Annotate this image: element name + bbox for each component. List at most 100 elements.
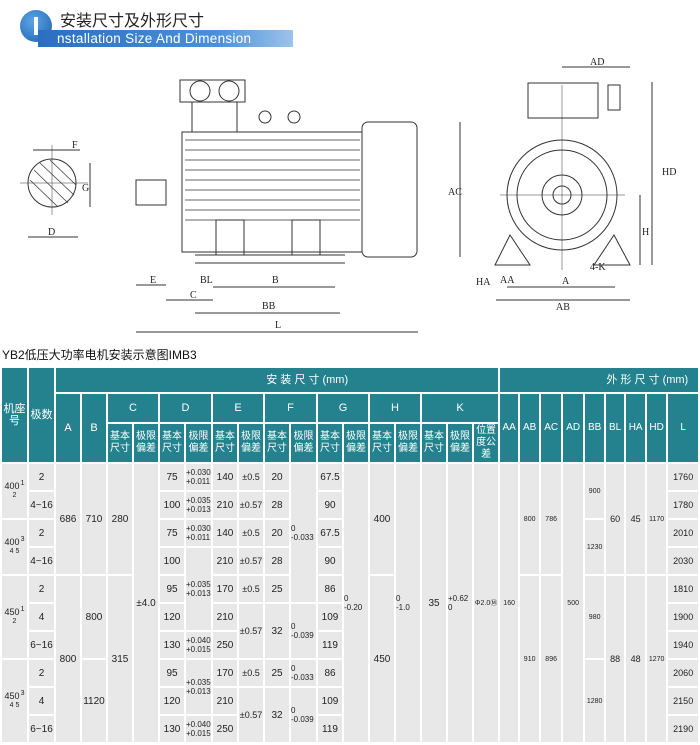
cell-ac: 786: [541, 464, 562, 574]
header-group-G: G: [318, 394, 368, 422]
cell-d: 75: [160, 464, 184, 490]
cell-f-tol: 0-0.033: [291, 660, 316, 686]
cell-e: 170: [213, 660, 237, 686]
header-D-basic: 基本尺寸: [160, 424, 184, 462]
cell-d: 130: [160, 632, 184, 658]
label-D: D: [48, 227, 55, 238]
cell-d: 100: [160, 548, 184, 574]
label-HD: HD: [662, 167, 676, 178]
tolerance-upper: +0.035: [186, 496, 211, 505]
cell-a: 800: [56, 576, 80, 742]
cell-l: 1810: [668, 576, 699, 602]
cell-f: 32: [265, 604, 289, 658]
label-G: G: [82, 183, 89, 194]
cell-ad: 500: [563, 464, 584, 742]
motor-dimension-drawing: F G D E C BL B BB L AC: [20, 57, 676, 333]
cell-g: 119: [318, 632, 342, 658]
header-group-H: H: [370, 394, 420, 422]
cell-frame: 4003 4 5: [2, 520, 27, 574]
label-BB: BB: [262, 301, 276, 312]
cell-f-tol: 0-0.033: [291, 464, 316, 602]
cell-d-tol: +0.035+0.013: [186, 548, 211, 630]
frame-marks: 3 4 5: [9, 536, 25, 555]
cell-f: 28: [265, 492, 289, 518]
header-A: A: [56, 394, 80, 462]
banner-i-icon: [20, 10, 52, 42]
tolerance-upper: 0: [291, 524, 296, 533]
header-C-tol: 极限偏差: [134, 424, 158, 462]
cell-bb: 1280: [585, 660, 605, 742]
label-HA: HA: [476, 277, 491, 288]
tolerance-upper: +0.035: [186, 580, 211, 589]
tolerance-upper: +0.62: [448, 594, 469, 603]
header-group-C: C: [108, 394, 158, 422]
header-outline-col: AA: [500, 394, 519, 462]
cell-b: 1120: [82, 660, 106, 742]
cell-l: 1940: [668, 632, 699, 658]
header-K-basic: 基本尺寸: [422, 424, 446, 462]
cell-h-tol: 0-1.0: [396, 464, 420, 742]
cell-e-tol: ±0.57: [239, 492, 263, 518]
tolerance-lower: +0.013: [186, 589, 211, 598]
cell-l: 2060: [668, 660, 699, 686]
cell-g-tol: 0-0.20: [344, 464, 368, 742]
cell-bb: 1230: [585, 520, 605, 574]
header-group-K: K: [422, 394, 499, 422]
cell-g: 86: [318, 660, 342, 686]
cell-b: 800: [82, 576, 106, 658]
cell-f: 20: [265, 464, 289, 490]
cell-bb: 980: [585, 576, 605, 658]
banner-title-en: nstallation Size And Dimension: [57, 31, 252, 46]
motor-end-view: AD HD H HA AA A AB 4-K: [476, 57, 676, 313]
cell-d: 95: [160, 576, 184, 602]
shaft-section-view: F G D: [20, 140, 91, 238]
cell-k: 35: [422, 464, 446, 742]
cell-g: 109: [318, 688, 342, 714]
cell-f: 28: [265, 548, 289, 574]
cell-f: 25: [265, 576, 289, 602]
cell-g: 109: [318, 604, 342, 630]
banner-bar: [38, 30, 293, 47]
label-AA: AA: [500, 275, 515, 286]
tolerance-upper: +0.030: [186, 524, 211, 533]
cell-poles: 2: [29, 464, 54, 490]
header-outline-col: BL: [606, 394, 625, 462]
cell-frame: 4503 4 5: [2, 660, 27, 742]
label-4-K: 4-K: [590, 262, 606, 273]
cell-l: 2150: [668, 688, 699, 714]
header-outline-col: HA: [626, 394, 646, 462]
cell-l: 1760: [668, 464, 699, 490]
cell-h: 400: [370, 464, 394, 574]
table-caption: YB2低压大功率电机安装示意图IMB3: [2, 348, 197, 362]
cell-c-tol: ±4.0: [134, 464, 158, 742]
cell-c: 280: [108, 464, 132, 574]
header-outline-col: BB: [585, 394, 605, 462]
cell-e: 140: [213, 520, 237, 546]
cell-g: 119: [318, 716, 342, 742]
cell-d-tol: +0.030+0.011: [186, 520, 211, 546]
cell-e: 140: [213, 464, 237, 490]
cell-frame: 4501 2: [2, 576, 27, 658]
cell-ha: 48: [626, 576, 646, 742]
header-outline: 外 形 尺 寸 (mm): [500, 368, 699, 392]
cell-g: 90: [318, 548, 342, 574]
header-group-E: E: [213, 394, 263, 422]
cell-e: 210: [213, 604, 237, 630]
tolerance-lower: +0.013: [186, 687, 211, 696]
cell-l: 2010: [668, 520, 699, 546]
label-AC: AC: [448, 187, 462, 198]
cell-f-tol: 0-0.039: [291, 604, 316, 658]
header-E-basic: 基本尺寸: [213, 424, 237, 462]
cell-b: 710: [82, 464, 106, 574]
cell-l: 2190: [668, 716, 699, 742]
cell-poles: 4: [29, 688, 54, 714]
tolerance-upper: +0.040: [186, 720, 211, 729]
header-group-D: D: [160, 394, 211, 422]
cell-bb: 900: [585, 464, 605, 518]
